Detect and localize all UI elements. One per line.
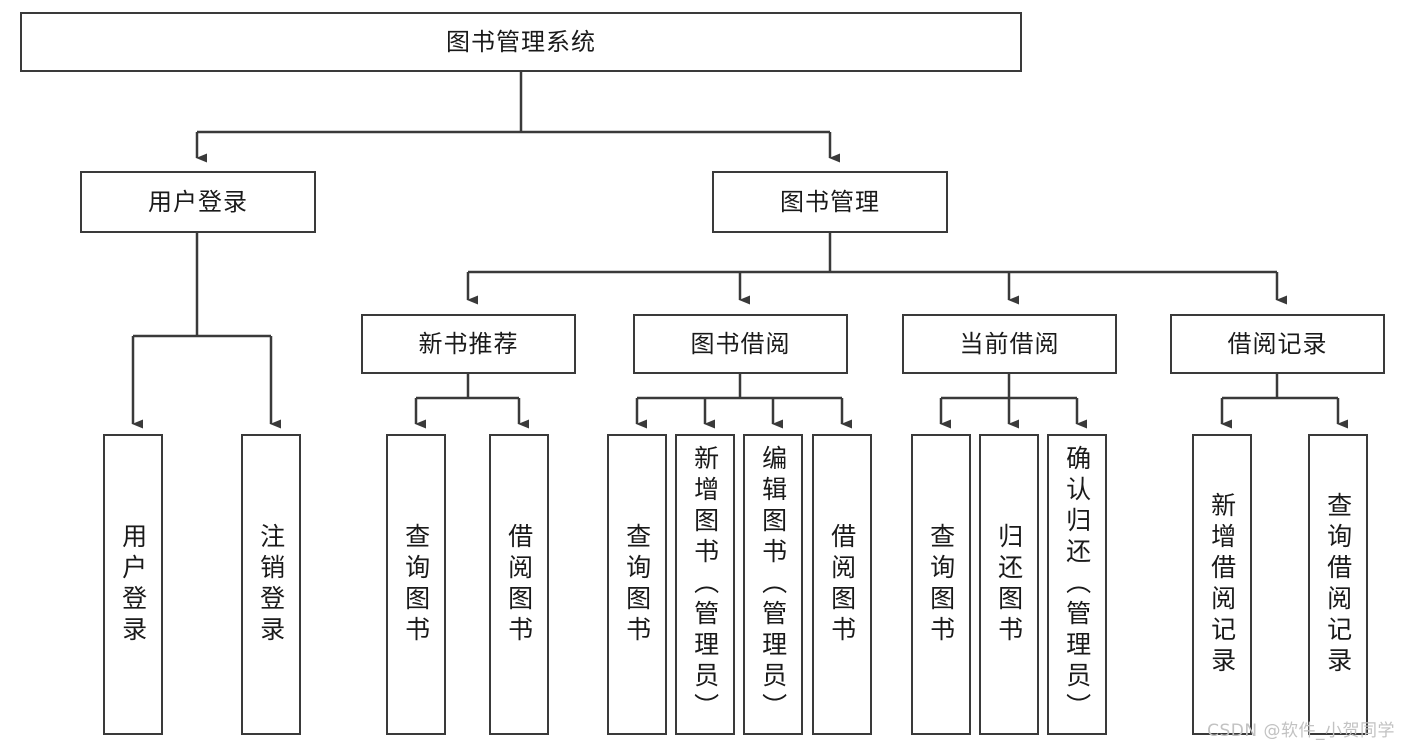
- node-leaf-query-book-2[interactable]: 查询图书: [607, 434, 667, 735]
- node-leaf-add-book[interactable]: 新增图书（管理员）: [675, 434, 735, 735]
- node-book-borrow[interactable]: 图书借阅: [633, 314, 848, 374]
- node-user-login[interactable]: 用户登录: [80, 171, 316, 233]
- node-label: 新增图书（管理员）: [690, 445, 720, 724]
- node-label: 借阅记录: [1227, 329, 1328, 358]
- node-leaf-return-book[interactable]: 归还图书: [979, 434, 1039, 735]
- node-label: 注销登录: [256, 522, 286, 647]
- node-book-management-system[interactable]: 图书管理系统: [20, 12, 1022, 72]
- node-book-management[interactable]: 图书管理: [712, 171, 948, 233]
- node-label: 确认归还（管理员）: [1062, 445, 1092, 724]
- node-leaf-add-borrow-record[interactable]: 新增借阅记录: [1192, 434, 1252, 735]
- node-leaf-borrow-book-2[interactable]: 借阅图书: [812, 434, 872, 735]
- node-label: 新书推荐: [418, 329, 519, 358]
- node-leaf-query-borrow-record[interactable]: 查询借阅记录: [1308, 434, 1368, 735]
- node-label: 新增借阅记录: [1207, 491, 1237, 678]
- node-label: 借阅图书: [827, 522, 857, 647]
- node-leaf-logout-login[interactable]: 注销登录: [241, 434, 301, 735]
- node-label: 用户登录: [118, 522, 148, 647]
- node-label: 图书管理系统: [446, 27, 596, 56]
- node-label: 借阅图书: [504, 522, 534, 647]
- node-label: 查询图书: [401, 522, 431, 647]
- node-leaf-query-book-3[interactable]: 查询图书: [911, 434, 971, 735]
- node-leaf-query-book-1[interactable]: 查询图书: [386, 434, 446, 735]
- node-new-book-recommend[interactable]: 新书推荐: [361, 314, 576, 374]
- node-borrow-record[interactable]: 借阅记录: [1170, 314, 1385, 374]
- node-label: 图书借阅: [690, 329, 791, 358]
- node-leaf-edit-book[interactable]: 编辑图书（管理员）: [743, 434, 803, 735]
- node-label: 图书管理: [780, 187, 880, 216]
- node-label: 查询图书: [622, 522, 652, 647]
- watermark: CSDN @软件_小贺同学: [1207, 721, 1395, 741]
- node-label: 查询借阅记录: [1323, 491, 1353, 678]
- node-leaf-confirm-return[interactable]: 确认归还（管理员）: [1047, 434, 1107, 735]
- node-label: 用户登录: [148, 187, 248, 216]
- node-label: 编辑图书（管理员）: [758, 445, 788, 724]
- node-leaf-user-login[interactable]: 用户登录: [103, 434, 163, 735]
- node-label: 归还图书: [994, 522, 1024, 647]
- node-label: 当前借阅: [959, 329, 1060, 358]
- node-label: 查询图书: [926, 522, 956, 647]
- node-current-borrow[interactable]: 当前借阅: [902, 314, 1117, 374]
- node-leaf-borrow-book-1[interactable]: 借阅图书: [489, 434, 549, 735]
